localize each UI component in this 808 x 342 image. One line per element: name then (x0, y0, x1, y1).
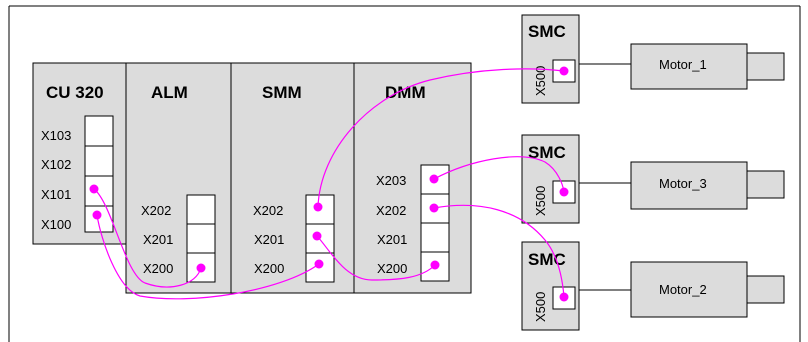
alm-socket-x202[interactable] (186, 194, 216, 225)
smc-port-label: X500 (533, 292, 548, 322)
dmm-module[interactable]: DMM X203 X202 X201 X200 (353, 62, 472, 294)
smc1-x500-connector (559, 66, 569, 76)
smm-port-label: X201 (254, 232, 284, 247)
smc-unit-2[interactable]: SMC X500 (521, 134, 580, 224)
smc3-x500-connector (559, 292, 569, 302)
alm-port-label: X202 (141, 203, 171, 218)
motor-3[interactable]: Motor_3 (630, 161, 785, 210)
smm-module[interactable]: SMM X202 X201 X200 (230, 62, 355, 294)
cable-smm-x202-to-smc1-x500 (317, 68, 565, 208)
alm-module[interactable]: ALM X202 X201 X200 (125, 62, 232, 294)
motor-label: Motor_2 (659, 282, 707, 297)
smm-x200-connector (314, 259, 324, 269)
alm-port-label: X200 (143, 261, 173, 276)
dmm-port-label: X202 (376, 203, 406, 218)
motor-1[interactable]: Motor_1 (630, 43, 785, 90)
smm-port-label: X202 (253, 203, 283, 218)
alm-socket-x201[interactable] (186, 223, 216, 254)
smm-x201-connector (312, 231, 322, 241)
alm-x200-connector (196, 263, 206, 273)
smm-title: SMM (262, 83, 302, 102)
cu320-port-label: X102 (41, 157, 71, 172)
cu320-socket-x103[interactable] (84, 115, 114, 147)
cu320-module[interactable]: CU 320 X103 X102 X101 X100 (32, 62, 127, 245)
dmm-port-label: X201 (377, 232, 407, 247)
smc-unit-3[interactable]: SMC X500 (521, 241, 580, 331)
cable-smm-x201-to-dmm-x200 (316, 235, 436, 281)
cu320-socket-x101[interactable] (84, 175, 114, 207)
cable-dmm-x202-to-smc3-x500 (433, 204, 565, 298)
alm-port-label: X201 (143, 232, 173, 247)
smc-unit-1[interactable]: SMC X500 (521, 14, 580, 104)
smc2-x500-connector (559, 187, 569, 197)
smc-title: SMC (528, 22, 566, 41)
motor-label: Motor_1 (659, 57, 707, 72)
cu-x100-connector (92, 210, 102, 220)
motor-2[interactable]: Motor_2 (630, 261, 785, 318)
smm-x202-connector (313, 202, 323, 212)
alm-title: ALM (151, 83, 188, 102)
smm-port-label: X200 (254, 261, 284, 276)
motor-label: Motor_3 (659, 176, 707, 191)
cu320-port-label: X103 (41, 128, 71, 143)
dmm-title: DMM (385, 83, 426, 102)
cu320-title: CU 320 (46, 83, 104, 102)
cu320-port-label: X100 (41, 217, 71, 232)
cu320-port-label: X101 (41, 187, 71, 202)
cable-cu-x100-to-smm-x200 (96, 214, 320, 300)
smc-port-label: X500 (533, 186, 548, 216)
cable-cu-x101-to-alm-x200 (93, 188, 202, 288)
dmm-port-label: X203 (376, 173, 406, 188)
cu-x101-connector (89, 184, 99, 194)
cable-dmm-x203-to-smc2-x500 (433, 156, 565, 193)
cu320-socket-x102[interactable] (84, 145, 114, 177)
dmm-x200-connector (430, 260, 440, 270)
dmm-x203-connector (429, 174, 439, 184)
dmm-x202-connector (429, 203, 439, 213)
smc-port-label: X500 (533, 66, 548, 96)
smc-title: SMC (528, 250, 566, 269)
smc-title: SMC (528, 143, 566, 162)
dmm-socket-x201[interactable] (420, 222, 450, 253)
dmm-port-label: X200 (377, 261, 407, 276)
